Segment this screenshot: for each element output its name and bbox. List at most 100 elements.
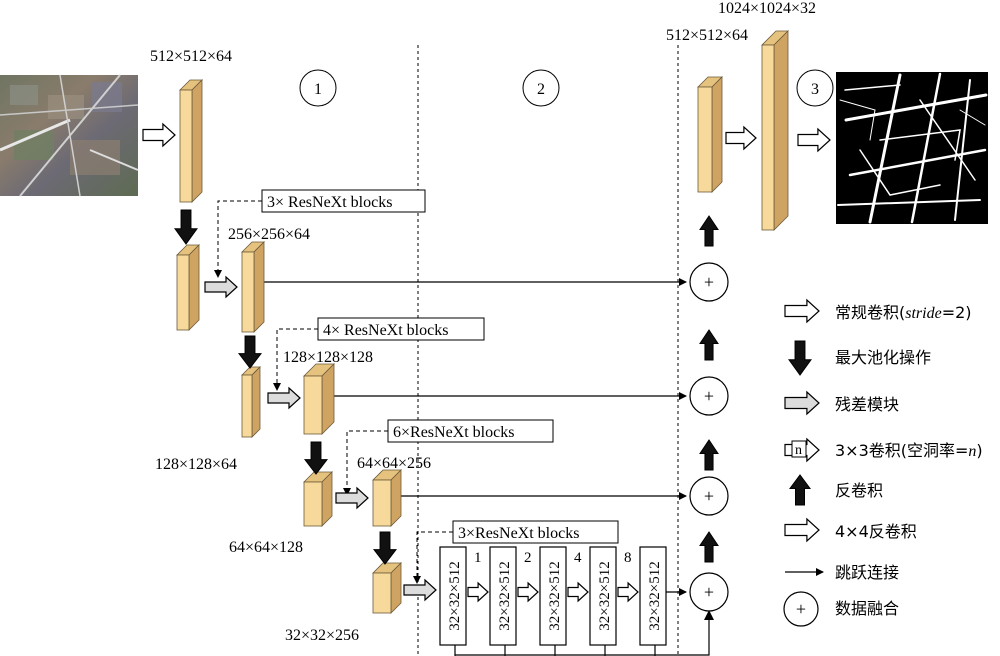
dilated-arrow-2 xyxy=(517,581,539,603)
legend-pool-icon xyxy=(788,340,812,376)
dim-label-enc3b: 128×128×64 xyxy=(155,456,237,473)
legend-dilated: 3×3卷积(空洞率=n) xyxy=(835,441,983,460)
dilated-box-label: 32×32×512 xyxy=(547,561,563,630)
pool-arrow-1 xyxy=(174,209,198,245)
feature-blocks xyxy=(176,30,789,614)
flow-arrows xyxy=(142,122,831,602)
block-pool3 xyxy=(303,471,333,527)
legend: n + 常规卷积(stride=2) 最大池化操作 残差模块 3×3卷积(空洞率=… xyxy=(783,298,983,627)
block-dec1 xyxy=(697,76,723,193)
legend-fuse: 数据融合 xyxy=(835,599,899,618)
legend-pool: 最大池化操作 xyxy=(835,348,931,367)
dim-label-enc3a: 128×128×128 xyxy=(283,349,373,366)
dim-label-enc1: 512×512×64 xyxy=(150,48,232,65)
conv-arrow-input xyxy=(142,122,176,148)
legend-deconv4-icon xyxy=(784,517,820,543)
block-pool1 xyxy=(176,244,200,331)
dilated-box-label: 32×32×512 xyxy=(647,561,663,630)
block-enc2 xyxy=(241,241,265,333)
dilated-conv-chain: 32×32×512 32×32×512 32×32×512 32×32×512 32×3… xyxy=(439,546,667,646)
svg-text:4× ResNeXt blocks: 4× ResNeXt blocks xyxy=(323,322,448,339)
res-arrow-4 xyxy=(403,578,437,602)
legend-deconv: 反卷积 xyxy=(835,481,883,500)
resnext-label-2: 4× ResNeXt blocks xyxy=(317,317,485,341)
legend-conv-icon xyxy=(784,298,820,324)
dilated-arrow-4 xyxy=(617,581,639,603)
dim-label-enc4a: 64×64×256 xyxy=(357,455,431,472)
dilated-arrow-1 xyxy=(467,581,489,603)
legend-conv: 常规卷积(stride=2) xyxy=(835,303,972,322)
dilated-box-5: 32×32×512 xyxy=(639,546,667,646)
deconv-arrow-1 xyxy=(699,215,719,247)
dilated-merge-head xyxy=(704,610,714,620)
stage-marker-2: 2 xyxy=(522,69,560,107)
deconv4-arrow-1 xyxy=(725,125,757,151)
dilated-box-label: 32×32×512 xyxy=(497,561,513,630)
input-satellite-image xyxy=(0,74,139,197)
block-dec2 xyxy=(761,30,789,231)
dim-label-dec-top: 1024×1024×32 xyxy=(718,0,816,17)
svg-text:6×ResNeXt blocks: 6×ResNeXt blocks xyxy=(393,424,514,441)
svg-text:3× ResNeXt blocks: 3× ResNeXt blocks xyxy=(267,194,392,211)
fusion-symbol: + xyxy=(704,386,714,406)
pool-arrow-4 xyxy=(372,531,398,565)
legend-res: 残差模块 xyxy=(835,395,899,414)
block-pool2 xyxy=(241,366,261,438)
fusion-symbol: + xyxy=(704,582,714,602)
legend-fuse-icon: + xyxy=(783,591,819,627)
legend-skip: 跳跃连接 xyxy=(835,563,899,582)
deconv4-arrow-2 xyxy=(797,127,831,153)
dilated-box-1: 32×32×512 xyxy=(439,546,467,646)
svg-text:+: + xyxy=(796,599,806,619)
res-arrow-1 xyxy=(204,275,238,299)
fusion-node-1: + xyxy=(689,262,729,302)
res-arrow-3 xyxy=(335,486,369,510)
resnext-label-1: 3× ResNeXt blocks xyxy=(261,189,426,213)
svg-text:3×ResNeXt blocks: 3×ResNeXt blocks xyxy=(458,525,579,542)
fusion-node-3: + xyxy=(689,476,729,516)
stage-number-1: 1 xyxy=(314,81,322,98)
dim-label-enc5: 32×32×256 xyxy=(285,627,359,644)
dilation-rate-2: 2 xyxy=(524,550,532,566)
block-enc1 xyxy=(179,79,203,203)
deconv-arrow-3 xyxy=(699,439,719,471)
fusion-symbol: + xyxy=(704,272,714,292)
dilated-merge-lines xyxy=(454,588,710,656)
fusion-node-4: + xyxy=(689,572,729,612)
dilation-rate-1: 1 xyxy=(474,550,482,566)
dilated-box-2: 32×32×512 xyxy=(489,546,517,646)
stage-marker-3: 3 xyxy=(796,69,834,107)
stage-marker-1: 1 xyxy=(299,69,337,107)
fusion-node-2: + xyxy=(689,376,729,416)
resnext-label-3: 6×ResNeXt blocks xyxy=(387,419,554,443)
deconv-arrow-2 xyxy=(699,329,719,361)
pool-arrow-2 xyxy=(237,335,263,369)
dilation-rate-3: 4 xyxy=(574,550,582,566)
stage-number-2: 2 xyxy=(537,81,545,98)
dim-label-enc2: 256×256×64 xyxy=(228,226,310,243)
block-enc4 xyxy=(372,469,402,527)
legend-dilated-icon: n xyxy=(784,437,820,463)
dim-label-dec-mid: 512×512×64 xyxy=(666,27,748,44)
dim-label-enc4b: 64×64×128 xyxy=(229,539,303,556)
legend-deconv4: 4×4反卷积 xyxy=(835,522,917,541)
deconv-arrow-4 xyxy=(699,531,719,563)
fusion-symbol: + xyxy=(704,486,714,506)
fusion-nodes: + + + + xyxy=(689,262,729,612)
legend-res-icon xyxy=(784,390,820,416)
resnext-leaders xyxy=(217,200,453,578)
dilation-rate-4: 8 xyxy=(624,550,632,566)
skip-connections xyxy=(262,278,687,500)
res-arrow-2 xyxy=(267,386,301,410)
resnext-label-4: 3×ResNeXt blocks xyxy=(452,520,619,544)
legend-dilated-n: n xyxy=(795,443,802,458)
stage-number-3: 3 xyxy=(811,81,819,98)
dilated-box-3: 32×32×512 xyxy=(539,546,567,646)
resnext-leader-heads xyxy=(214,270,421,584)
dilated-box-4: 32×32×512 xyxy=(589,546,617,646)
dilated-box-label: 32×32×512 xyxy=(447,561,463,630)
block-pool4 xyxy=(372,562,402,614)
block-enc3 xyxy=(303,363,335,435)
dilated-arrow-3 xyxy=(567,581,589,603)
